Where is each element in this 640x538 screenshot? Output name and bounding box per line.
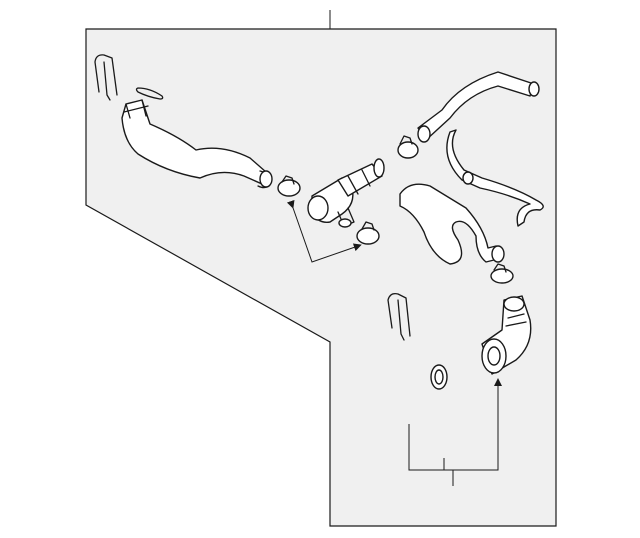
hose-clamp-3 bbox=[397, 135, 419, 159]
clamp-callout-leader bbox=[286, 199, 362, 263]
middle-hose-end bbox=[491, 245, 505, 263]
hose-end-opening bbox=[259, 170, 273, 188]
small-oring bbox=[135, 87, 164, 100]
pipe-collar bbox=[462, 171, 474, 185]
left-retaining-clip bbox=[94, 54, 118, 101]
left-upper-hose-end bbox=[123, 99, 271, 189]
outlet-elbow bbox=[481, 295, 532, 375]
upper-right-hose-inlet bbox=[417, 125, 431, 143]
hose-clamp-4 bbox=[490, 263, 514, 284]
left-upper-hose bbox=[121, 99, 267, 185]
oring-gasket bbox=[430, 364, 448, 390]
hose-clamp-1 bbox=[277, 175, 301, 197]
upper-right-hose-end bbox=[528, 81, 540, 97]
right-retaining-clip bbox=[387, 292, 411, 341]
diagram-panel bbox=[85, 28, 557, 527]
middle-lower-hose bbox=[399, 183, 503, 265]
